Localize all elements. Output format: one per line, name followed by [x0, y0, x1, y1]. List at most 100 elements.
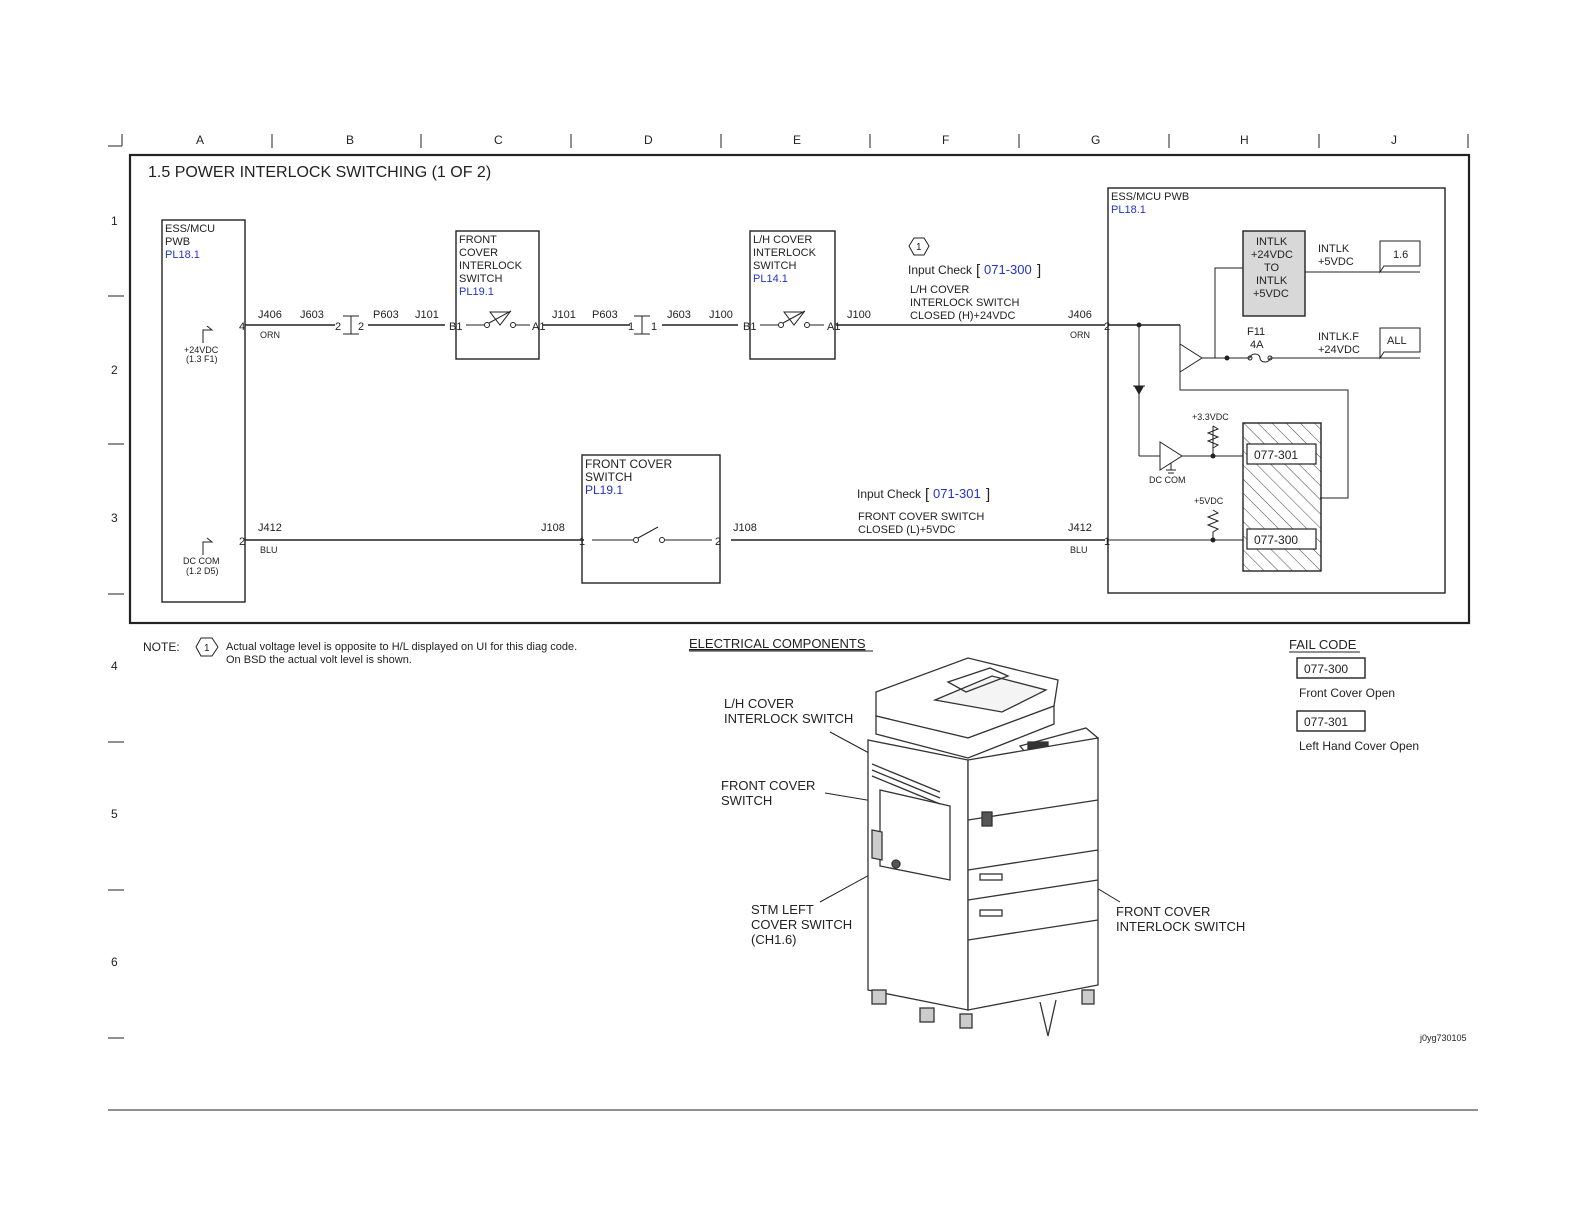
fail-code-desc: Front Cover Open: [1299, 686, 1395, 700]
col-label-f: F: [942, 133, 949, 147]
wire-color-label: ORN: [260, 330, 280, 340]
electrical-components: ELECTRICAL COMPONENTS L/H COVER INTERLOC…: [689, 636, 1245, 1037]
connector-label: J101: [552, 309, 576, 321]
front-cover-switch: FRONT COVER SWITCH PL19.1 1 2: [579, 454, 721, 584]
pin-label: 4: [239, 321, 245, 333]
connector-label: J603: [300, 309, 324, 321]
row-label-5: 5: [111, 807, 118, 821]
switch-label: INTERLOCK: [459, 260, 523, 272]
col-label-d: D: [644, 133, 653, 147]
output-label: INTLK.F: [1318, 331, 1359, 343]
row-label-4: 4: [111, 659, 118, 673]
connector-label: J603: [667, 309, 691, 321]
wire-color-label: BLU: [260, 545, 278, 555]
output-ref-link[interactable]: 1.6: [1393, 249, 1408, 261]
bracket-right: ]: [986, 486, 990, 503]
note-text: On BSD the actual volt level is shown.: [226, 654, 412, 666]
ess-left-ref-link[interactable]: PL18.1: [165, 249, 200, 261]
front-cover-switch-ref-link[interactable]: PL19.1: [585, 483, 623, 497]
switch-label: SWITCH: [585, 470, 632, 484]
pin-label: 1: [579, 536, 585, 548]
switch-label: FRONT: [459, 234, 497, 246]
fail-code-item: 077-300: [1304, 662, 1348, 676]
v33-label: +3.3VDC: [1192, 412, 1229, 422]
component-label: FRONT COVER: [1116, 904, 1210, 919]
lh-cover-interlock-switch: L/H COVER INTERLOCK SWITCH PL14.1 B1 A1: [743, 230, 840, 360]
row-label-2: 2: [111, 363, 118, 377]
switch-label: INTERLOCK: [753, 247, 817, 259]
pin-label: A1: [532, 321, 545, 333]
col-label-b: B: [346, 133, 354, 147]
col-label-c: C: [494, 133, 503, 147]
note-number: 1: [204, 643, 210, 654]
components-heading: ELECTRICAL COMPONENTS: [689, 636, 866, 651]
front-cover-interlock-switch: FRONT COVER INTERLOCK SWITCH PL19.1 B1 A…: [449, 230, 545, 360]
component-label: SWITCH: [721, 793, 772, 808]
ess-left-pwr: +24VDC: [184, 345, 219, 355]
ess-mcu-pwb-right: ESS/MCU PWB PL18.1 DC COM +3.3VDC +5VDC …: [1107, 187, 1446, 594]
grid-frame: A B C D E F G H J 1 2 3 4 5 6: [108, 133, 1478, 1111]
ess-right-label: ESS/MCU PWB: [1111, 191, 1189, 203]
bracket-left: [: [976, 262, 981, 279]
ess-left-pwr-ref: (1.3 F1): [186, 354, 218, 364]
connector-label: J101: [415, 309, 439, 321]
connector-label: J108: [541, 522, 565, 534]
converter-label: INTLK: [1256, 236, 1288, 248]
front-cover-interlock-ref-link[interactable]: PL19.1: [459, 286, 494, 298]
logic-code-label: 077-300: [1254, 533, 1298, 547]
note-label: NOTE:: [143, 640, 180, 654]
input-check-label: Input Check: [857, 487, 922, 501]
pin-label: 2: [358, 321, 364, 333]
pin-label: B1: [743, 321, 756, 333]
ess-left-label-2: PWB: [165, 236, 190, 248]
ess-left-com-ref: (1.2 D5): [186, 566, 219, 576]
ess-left-com: DC COM: [183, 556, 220, 566]
top-wire: 4 J406 ORN J603 2 2 P603 J101 J101 P603 …: [239, 309, 1110, 340]
bottom-wire: 2 J412 BLU J108 J108 J412 BLU 1: [239, 522, 1110, 555]
lh-cover-interlock-ref-link[interactable]: PL14.1: [753, 273, 788, 285]
ess-mcu-pwb-left: ESS/MCU PWB PL18.1 +24VDC (1.3 F1) DC CO…: [161, 219, 246, 603]
connector-label: J100: [847, 309, 871, 321]
input-check-code-link[interactable]: 071-301: [933, 486, 981, 501]
switch-label: COVER: [459, 247, 498, 259]
logic-code-label: 077-301: [1254, 448, 1298, 462]
row-label-3: 3: [111, 511, 118, 525]
output-label: +5VDC: [1318, 256, 1354, 268]
connector-label: J100: [709, 309, 733, 321]
converter-label: +24VDC: [1251, 249, 1293, 261]
component-label: (CH1.6): [751, 932, 797, 947]
input-check-desc: L/H COVER: [910, 284, 969, 296]
pin-label: B1: [449, 321, 462, 333]
switch-label: FRONT COVER: [585, 457, 672, 471]
bracket-left: [: [925, 486, 930, 503]
output-label: +24VDC: [1318, 344, 1360, 356]
output-label: INTLK: [1318, 243, 1350, 255]
input-check-code-link[interactable]: 071-300: [984, 262, 1032, 277]
wire-color-label: ORN: [1070, 330, 1090, 340]
voltage-converter: [1242, 230, 1306, 317]
input-check-top: 1 Input Check [ 071-300 ] L/H COVER INTE…: [908, 237, 1041, 322]
figure-id: j0yg730105: [1419, 1033, 1467, 1043]
output-ref-link[interactable]: ALL: [1387, 335, 1407, 347]
col-label-g: G: [1091, 133, 1100, 147]
diagram-frame: [128, 153, 1471, 625]
ess-right-ref-link[interactable]: PL18.1: [1111, 204, 1146, 216]
connector-label: J412: [1068, 522, 1092, 534]
col-label-e: E: [793, 133, 801, 147]
fuse-label: F11: [1247, 326, 1265, 338]
input-check-label: Input Check: [908, 263, 973, 277]
diag-note: NOTE: 1 Actual voltage level is opposite…: [143, 637, 577, 666]
v5-label: +5VDC: [1194, 496, 1224, 506]
pin-label: 1: [628, 321, 634, 333]
converter-label: TO: [1264, 262, 1280, 274]
converter-label: INTLK: [1256, 275, 1288, 287]
pin-label: 2: [715, 536, 721, 548]
pin-label: 2: [239, 536, 245, 548]
input-check-desc: FRONT COVER SWITCH: [858, 511, 984, 523]
switch-label: L/H COVER: [753, 234, 812, 246]
component-label: COVER SWITCH: [751, 917, 852, 932]
switch-label: SWITCH: [459, 273, 502, 285]
connector-label: J406: [258, 309, 282, 321]
switch-label: SWITCH: [753, 260, 796, 272]
input-check-desc: CLOSED (H)+24VDC: [910, 310, 1016, 322]
